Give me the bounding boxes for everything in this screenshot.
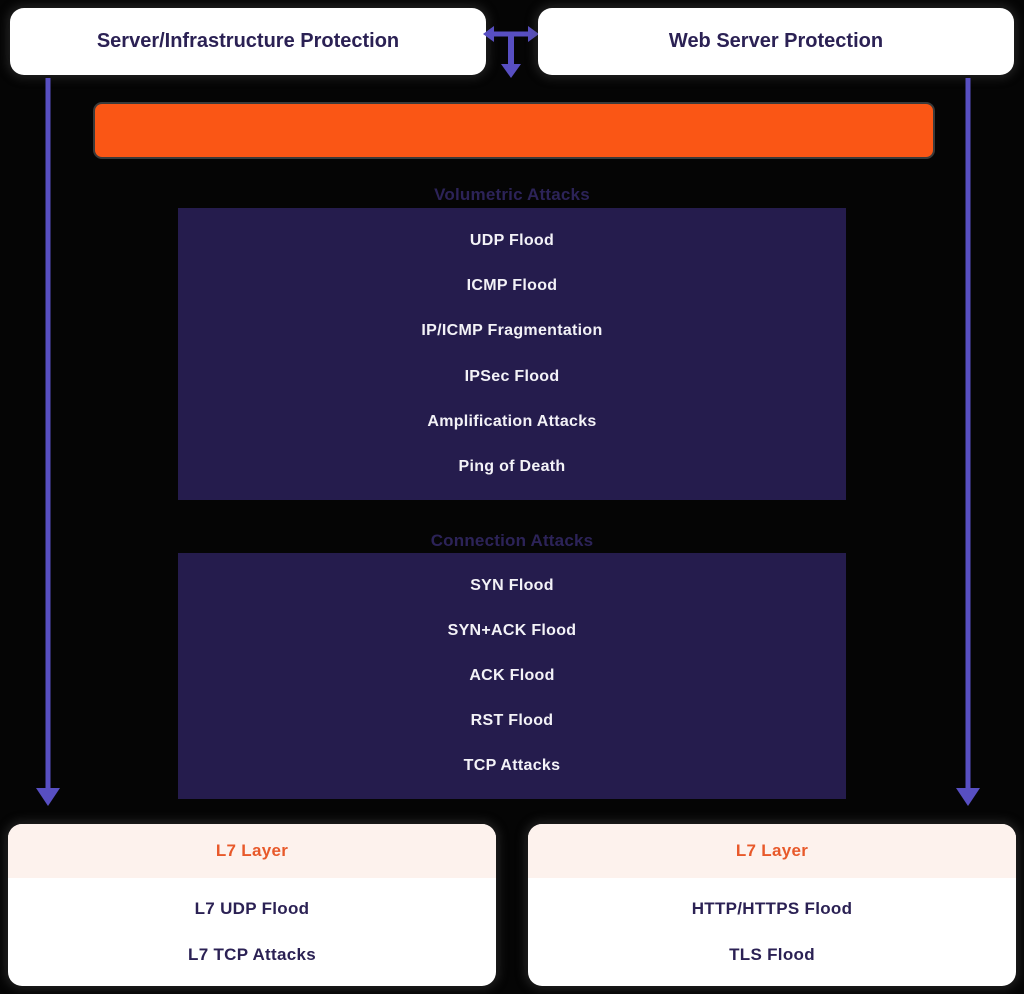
l7-layer-left-body: L7 UDP Flood L7 TCP Attacks (8, 878, 496, 986)
l7-layer-left-header: L7 Layer (8, 824, 496, 878)
l7-layer-right-header: L7 Layer (528, 824, 1016, 878)
server-infrastructure-protection-box: Server/Infrastructure Protection (10, 8, 486, 75)
attack-item: HTTP/HTTPS Flood (691, 899, 853, 918)
attack-item: IPSec Flood (464, 367, 560, 385)
orange-banner (95, 104, 933, 157)
attack-item: L7 TCP Attacks (188, 945, 316, 964)
attack-item: Ping of Death (458, 458, 566, 476)
server-infrastructure-protection-label: Server/Infrastructure Protection (96, 30, 400, 52)
volumetric-attacks-heading: Volumetric Attacks (434, 185, 590, 204)
l7-layer-right-box: L7 Layer HTTP/HTTPS Flood TLS Flood (528, 824, 1016, 986)
attack-item: RST Flood (470, 712, 554, 730)
attack-item: Amplification Attacks (427, 412, 597, 430)
attack-item: ACK Flood (469, 666, 555, 684)
web-server-protection-label: Web Server Protection (668, 30, 884, 52)
right-down-arrow-icon (956, 78, 980, 806)
attack-item: UDP Flood (469, 231, 555, 249)
volumetric-attacks-panel: UDP Flood ICMP Flood IP/ICMP Fragmentati… (178, 208, 846, 500)
left-down-arrow-icon (36, 78, 60, 806)
web-server-protection-box: Web Server Protection (538, 8, 1014, 75)
l7-layer-right-body: HTTP/HTTPS Flood TLS Flood (528, 878, 1016, 986)
attack-item: SYN Flood (470, 576, 554, 594)
split-arrow-icon (483, 26, 539, 78)
attack-item: TCP Attacks (463, 757, 561, 775)
connection-attacks-panel: SYN Flood SYN+ACK Flood ACK Flood RST Fl… (178, 553, 846, 799)
connection-attacks-heading: Connection Attacks (430, 531, 594, 550)
attack-item: L7 UDP Flood (194, 899, 310, 918)
attack-item: TLS Flood (729, 945, 815, 964)
attack-item: ICMP Flood (466, 276, 558, 294)
attack-item: SYN+ACK Flood (447, 621, 577, 639)
l7-layer-left-box: L7 Layer L7 UDP Flood L7 TCP Attacks (8, 824, 496, 986)
attack-item: IP/ICMP Fragmentation (421, 322, 603, 340)
